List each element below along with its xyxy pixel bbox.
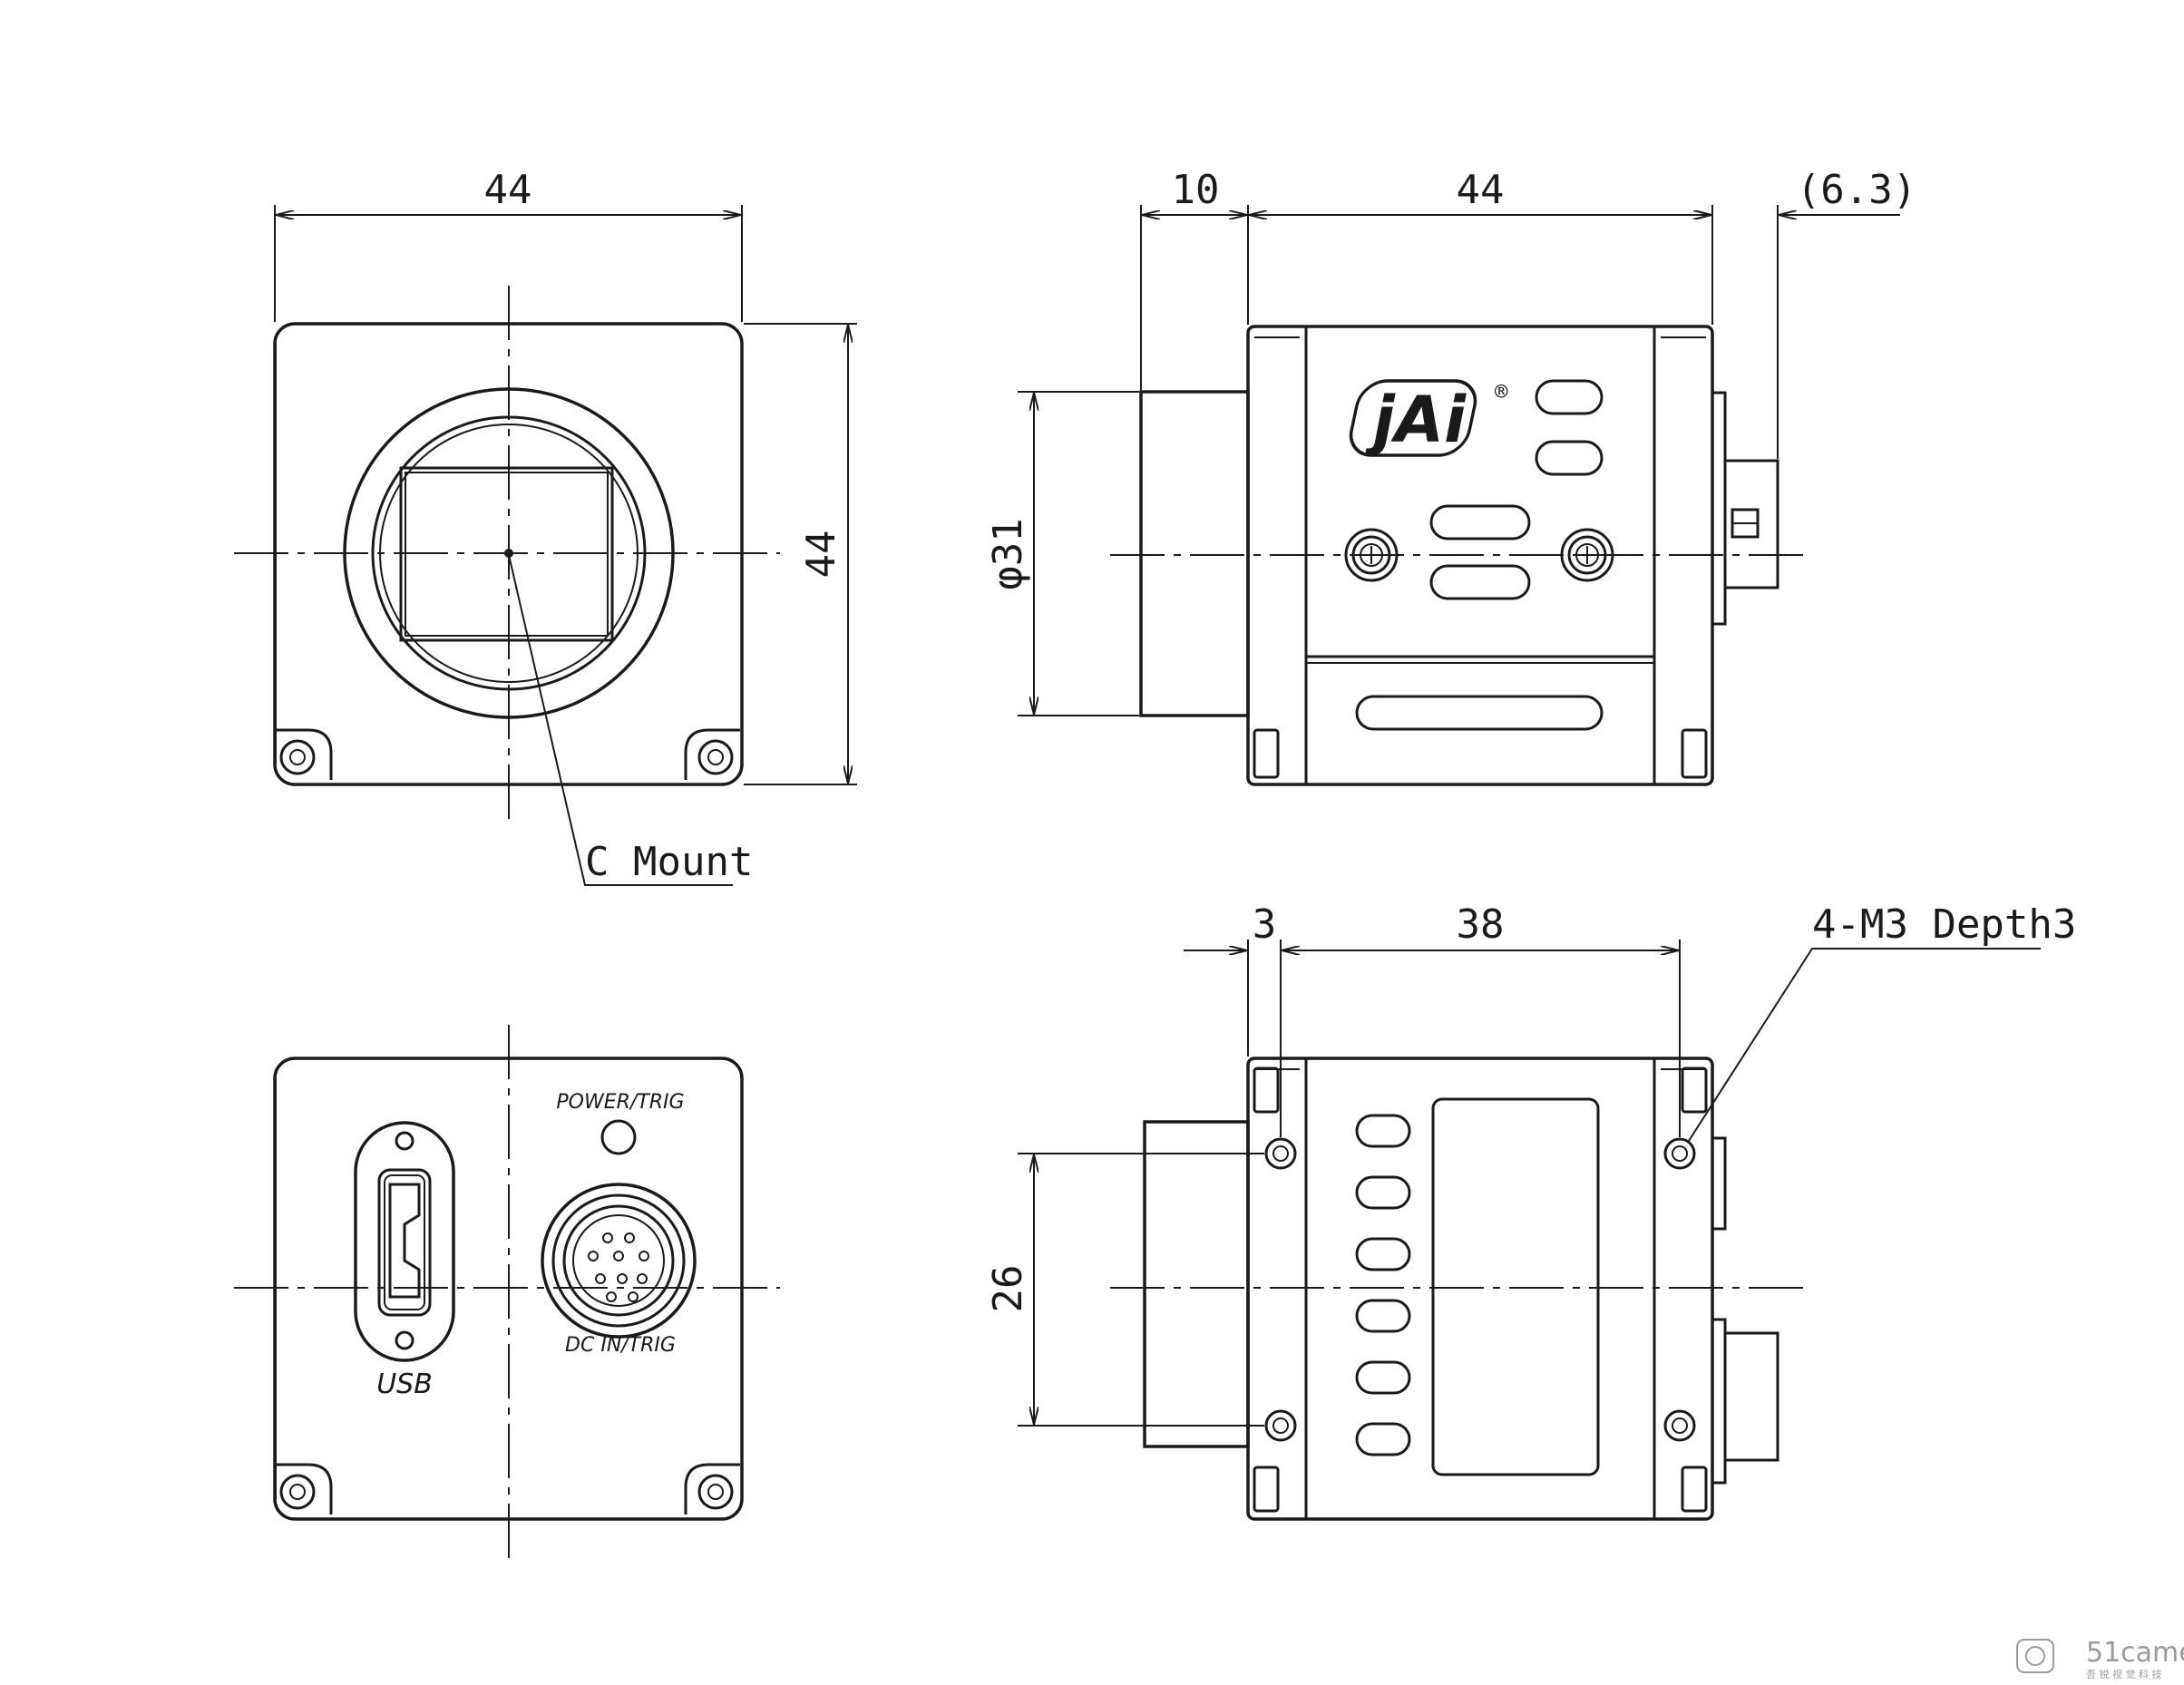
svg-text:®: ® — [1495, 379, 1508, 404]
c-mount-label: C Mount — [585, 839, 753, 885]
rear-view: USB POWER/TRIG DC IN/TRIG — [234, 1025, 780, 1560]
rear-screw-left — [277, 1463, 333, 1515]
dc-in-connector — [541, 1183, 697, 1339]
watermark: 51camera 吾 锐 视 觉 科 技 — [2016, 1637, 2184, 1680]
side-connector — [1711, 391, 1727, 626]
watermark-brand: 51camera — [2086, 1637, 2184, 1669]
side-view: jAi ® 10 — [985, 167, 1916, 786]
front-width-dim: 44 — [484, 167, 532, 213]
bottom-view: 3 38 4-M3 Depth3 26 — [985, 901, 2076, 1521]
hole-vertical-dim: 26 — [985, 1265, 1031, 1313]
power-trig-label: POWER/TRIG — [556, 1091, 684, 1114]
hole-spacing-dim: 38 — [1457, 901, 1505, 948]
front-height-dim: 44 — [798, 531, 844, 579]
bottom-offset-dim: 3 — [1253, 901, 1277, 948]
connector-length-dim: (6.3) — [1797, 167, 1916, 213]
svg-text:jAi: jAi — [1365, 383, 1467, 457]
mounting-holes-label: 4-M3 Depth3 — [1812, 901, 2076, 948]
side-body-length-dim: 44 — [1457, 167, 1505, 213]
front-screw-right — [684, 728, 740, 780]
usb-port — [354, 1121, 455, 1362]
bottom-lens-barrel — [1143, 1120, 1250, 1448]
dc-in-trig-label: DC IN/TRIG — [565, 1334, 676, 1357]
lens-diameter-dim: φ31 — [985, 518, 1031, 589]
lens-length-dim: 10 — [1172, 167, 1220, 213]
lens-barrel — [1139, 390, 1250, 717]
power-led — [600, 1119, 637, 1155]
usb-label: USB — [376, 1368, 433, 1400]
jai-logo: jAi ® — [1349, 379, 1508, 457]
front-view: 44 44 C Mount — [234, 167, 857, 886]
mounting-holes — [1264, 1137, 1696, 1442]
front-screw-left — [277, 728, 333, 780]
watermark-sub: 吾 锐 视 觉 科 技 — [2086, 1668, 2161, 1680]
rear-screw-right — [684, 1463, 740, 1515]
